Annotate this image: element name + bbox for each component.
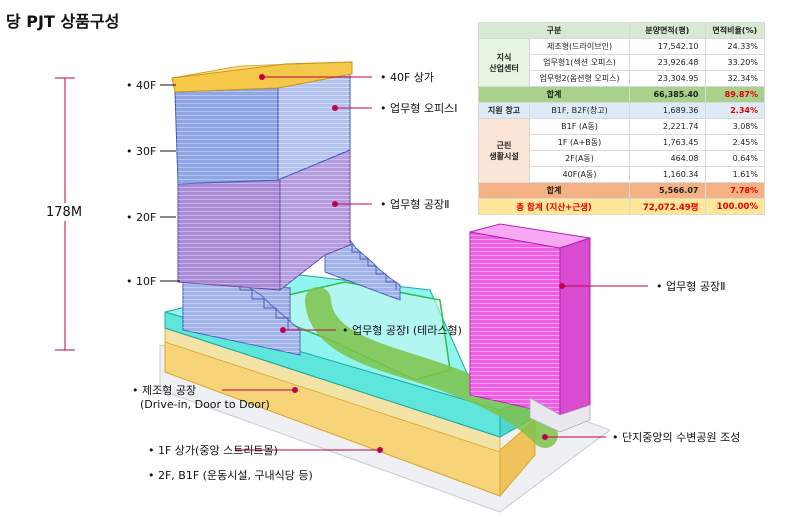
group-industrial: 지식 산업센터: [478, 38, 530, 87]
office-i-front-stripes: [175, 88, 278, 184]
callout-manufacturing: • 제조형 공장: [132, 384, 196, 397]
tower-b-side: [559, 237, 591, 416]
callout-basement: • 2F, B1F (운동시설, 구내식당 등): [148, 469, 313, 482]
floor-label-10: • 10F: [126, 275, 156, 288]
grand-total-row: 총 합계 (지산+근생) 72,072.49평 100.00%: [477, 198, 765, 215]
header-area: 분양면적(평): [629, 22, 706, 39]
tower-b-base: [529, 397, 591, 433]
area-table: 구분 분양면적(평) 면적비율(%) 지식 산업센터 제조형(드라이브인) 17…: [477, 22, 765, 215]
table-row: 2F(A동) 464.08 0.64%: [479, 150, 765, 167]
table-row: 업무형2(옵션형 오피스) 23,304.95 32.34%: [479, 70, 765, 87]
tower-b-front-stripes: [470, 232, 560, 415]
factory-ii-front-stripes: [178, 178, 280, 290]
callout-factory-i-terrace: • 업무형 공장Ⅰ (테라스형): [342, 324, 462, 337]
page-title: 당 PJT 상품구성: [6, 12, 120, 31]
tower-b-roof: [469, 223, 591, 249]
callout-factory-ii-upper: • 업무형 공장Ⅱ: [380, 198, 450, 211]
floor-label-40: • 40F: [126, 79, 156, 92]
callout-factory-ii-right: • 업무형 공장Ⅱ: [656, 280, 726, 293]
table-row: 40F(A동) 1,160.34 1.61%: [479, 166, 765, 183]
table-header-row: 구분 분양면적(평) 면적비율(%): [477, 22, 765, 39]
store-40f-roof: [171, 61, 353, 79]
floor-label-30: • 30F: [126, 145, 156, 158]
callout-park: • 단지중앙의 수변공원 조성: [612, 431, 740, 444]
factory-ii-side-stripes: [280, 150, 350, 290]
header-category: 구분: [477, 22, 631, 39]
office-i-side-stripes: [278, 74, 350, 180]
table-row: 근린 생활시설 B1F (A동) 2,221.74 3.08%: [478, 118, 765, 183]
callout-manufacturing-sub: (Drive-in, Door to Door): [140, 398, 270, 411]
terrace-upper-edges: [325, 243, 397, 290]
height-label: 178M: [46, 205, 82, 220]
callout-office-i: • 업무형 오피스Ⅰ: [380, 102, 457, 115]
industrial-sum-row: 합계 66,385.40 89.87%: [477, 86, 765, 103]
callout-street-mall: • 1F 상가(중앙 스트리트몰): [148, 444, 278, 457]
terrace-steps-lower-stripes: [183, 278, 300, 355]
waterside-park: [305, 287, 558, 448]
header-ratio: 면적비율(%): [704, 22, 765, 39]
table-row: 지식 산업센터 제조형(드라이브인) 17,542.10 24.33%: [478, 38, 765, 87]
group-neighborhood: 근린 생활시설: [478, 118, 530, 183]
table-row: 1F (A+B동) 1,763.45 2.45%: [479, 134, 765, 151]
terrace-step-edges: [212, 281, 300, 331]
terrace-steps-upper-stripes: [325, 240, 400, 300]
warehouse-row: 지원 창고 B1F, B2F(창고) 1,689.36 2.34%: [478, 102, 765, 119]
callout-40f-store: • 40F 상가: [380, 71, 434, 84]
floor-label-20: • 20F: [126, 211, 156, 224]
neighborhood-sum-row: 합계 5,566.07 7.78%: [477, 182, 765, 199]
